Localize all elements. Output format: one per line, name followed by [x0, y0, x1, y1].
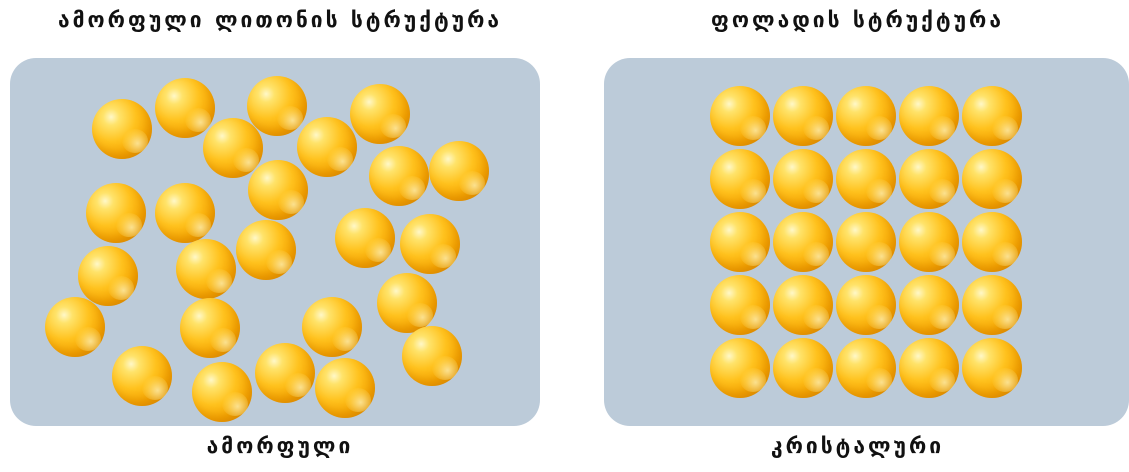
atom	[92, 99, 152, 159]
atom	[710, 212, 770, 272]
atom	[962, 338, 1022, 398]
atom	[302, 297, 362, 357]
atom	[78, 246, 138, 306]
atom	[247, 76, 307, 136]
atom	[773, 338, 833, 398]
atom	[773, 86, 833, 146]
atom	[962, 86, 1022, 146]
atom	[176, 239, 236, 299]
atom	[836, 212, 896, 272]
atom	[255, 343, 315, 403]
crystalline-structure-box	[604, 58, 1129, 426]
atom	[836, 338, 896, 398]
atom	[899, 275, 959, 335]
atom	[836, 149, 896, 209]
crystalline-caption: კრისტალური	[586, 434, 1129, 458]
atom	[773, 275, 833, 335]
atom	[899, 212, 959, 272]
atom	[773, 212, 833, 272]
amorphous-structure-box	[10, 58, 540, 426]
atom	[899, 338, 959, 398]
atom	[429, 141, 489, 201]
atom	[899, 86, 959, 146]
atom	[377, 273, 437, 333]
atom	[962, 212, 1022, 272]
atom	[155, 78, 215, 138]
atom	[369, 146, 429, 206]
amorphous-caption: ამორფული	[0, 434, 560, 458]
crystalline-title: ფოლადის სტრუქტურა	[586, 8, 1129, 32]
atom	[836, 86, 896, 146]
atom	[203, 118, 263, 178]
atom	[315, 358, 375, 418]
atom	[297, 117, 357, 177]
atom	[236, 220, 296, 280]
atom	[248, 160, 308, 220]
atom	[155, 183, 215, 243]
atom	[962, 275, 1022, 335]
amorphous-panel: ამორფული ლითონის სტრუქტურა ამორფული	[0, 0, 560, 472]
atom	[192, 362, 252, 422]
amorphous-title: ამორფული ლითონის სტრუქტურა	[0, 8, 560, 32]
atom	[836, 275, 896, 335]
crystalline-panel: ფოლადის სტრუქტურა კრისტალური	[586, 0, 1129, 472]
atom	[86, 183, 146, 243]
atom	[400, 214, 460, 274]
atom	[45, 297, 105, 357]
atom	[710, 149, 770, 209]
atom	[710, 86, 770, 146]
atom	[962, 149, 1022, 209]
atom	[350, 84, 410, 144]
atom	[112, 346, 172, 406]
atom	[710, 275, 770, 335]
atom	[899, 149, 959, 209]
atom	[180, 298, 240, 358]
atom	[773, 149, 833, 209]
atom	[402, 326, 462, 386]
atom	[335, 208, 395, 268]
atom	[710, 338, 770, 398]
